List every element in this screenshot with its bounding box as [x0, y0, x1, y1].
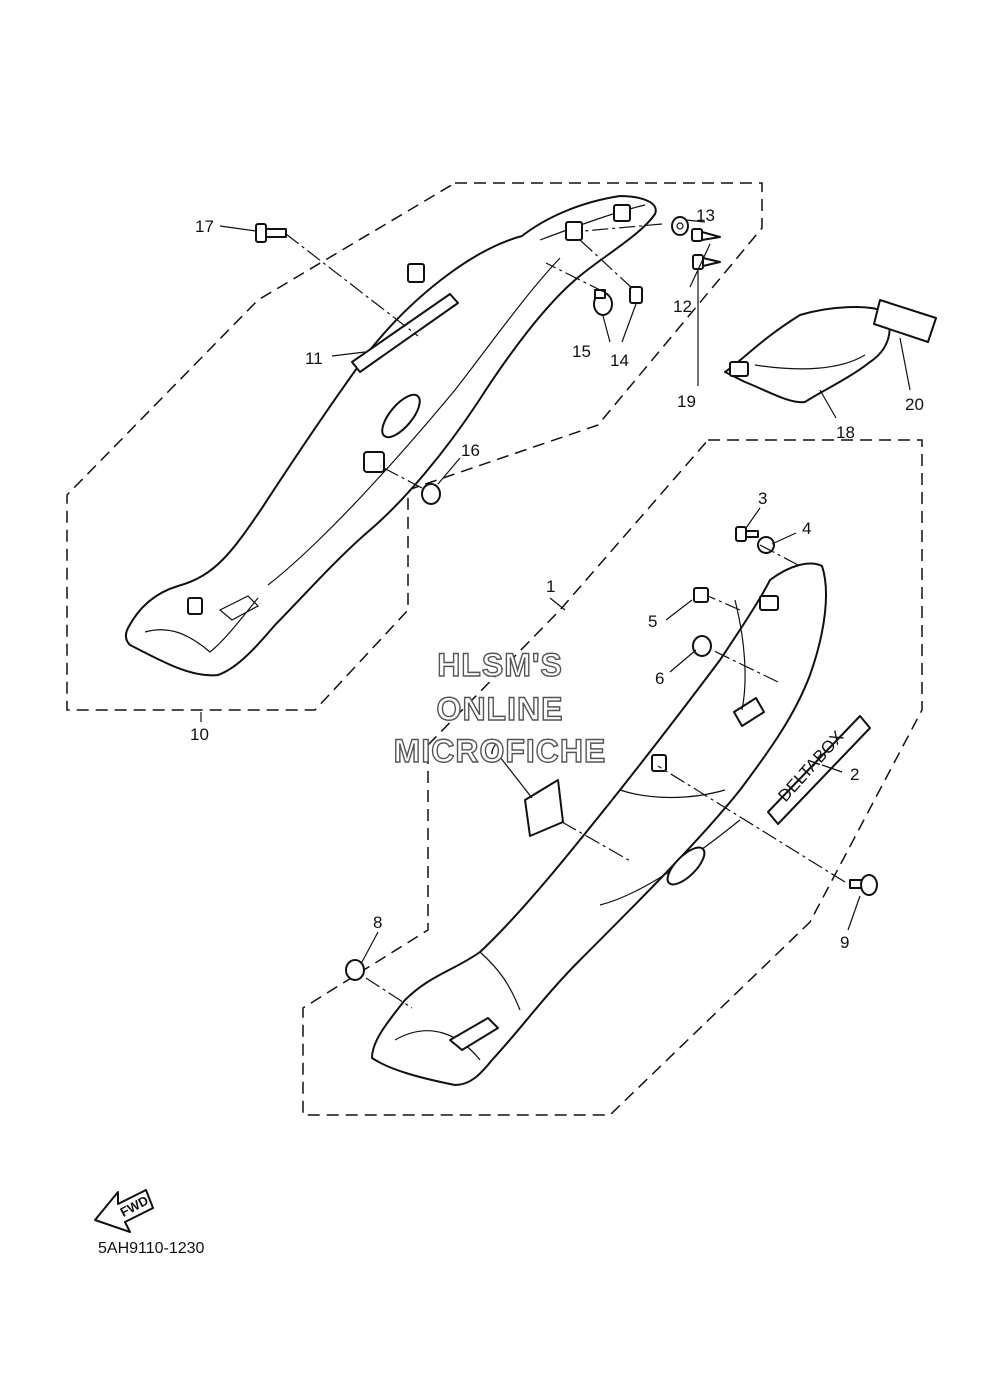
strip-label-part-11 — [351, 293, 459, 373]
watermark-line-2: ONLINE — [437, 691, 564, 727]
bolt-part-9 — [849, 874, 878, 896]
fwd-arrow-icon: FWD — [94, 1189, 154, 1233]
svg-text:DELTABOX: DELTABOX — [774, 727, 847, 805]
callout-9: 9 — [840, 933, 849, 952]
callout-3: 3 — [758, 489, 767, 508]
washer-part-13 — [671, 216, 689, 236]
callout-8: 8 — [373, 913, 382, 932]
callout-5: 5 — [648, 612, 657, 631]
damper-part-16 — [421, 483, 441, 505]
bolt-part-3 — [735, 526, 759, 542]
callout-4: 4 — [802, 519, 811, 538]
callout-12: 12 — [673, 297, 692, 316]
callout-6: 6 — [655, 669, 664, 688]
grommet-part-6 — [692, 635, 712, 657]
assembly-boundary-1 — [302, 439, 923, 1116]
nut-part-5 — [693, 587, 709, 603]
side-cover-left-part — [124, 195, 657, 677]
watermark-line-3: MICROFICHE — [394, 733, 607, 769]
callout-18: 18 — [836, 423, 855, 442]
screw-part-12 — [691, 228, 721, 242]
screw-part-19 — [692, 254, 721, 270]
callout-20: 20 — [905, 395, 924, 414]
washer-part-4 — [757, 536, 775, 554]
watermark-line-1: HLSM'S — [437, 647, 563, 683]
callout-15: 15 — [572, 342, 591, 361]
label-part-20 — [873, 299, 937, 343]
callout-1: 1 — [546, 577, 555, 596]
assembly-boundary-10 — [66, 182, 763, 711]
drawing-code: 5AH9110-1230 — [98, 1240, 205, 1257]
callout-14: 14 — [610, 351, 629, 370]
callout-13: 13 — [696, 206, 715, 225]
callout-17: 17 — [195, 217, 214, 236]
label-part-7 — [524, 779, 564, 837]
nut-part-14 — [629, 286, 643, 304]
callout-16: 16 — [461, 441, 480, 460]
callout-19: 19 — [677, 392, 696, 411]
tail-cover-part-18 — [724, 306, 891, 404]
callout-10: 10 — [190, 725, 209, 744]
damper-part-8 — [345, 959, 365, 981]
side-cover-right-part — [371, 562, 827, 1086]
callout-2: 2 — [850, 765, 859, 784]
callout-11: 11 — [305, 349, 323, 368]
callout-7: 7 — [488, 739, 497, 758]
bolt-part-17 — [255, 223, 287, 243]
grommet-part-15 — [593, 289, 613, 316]
